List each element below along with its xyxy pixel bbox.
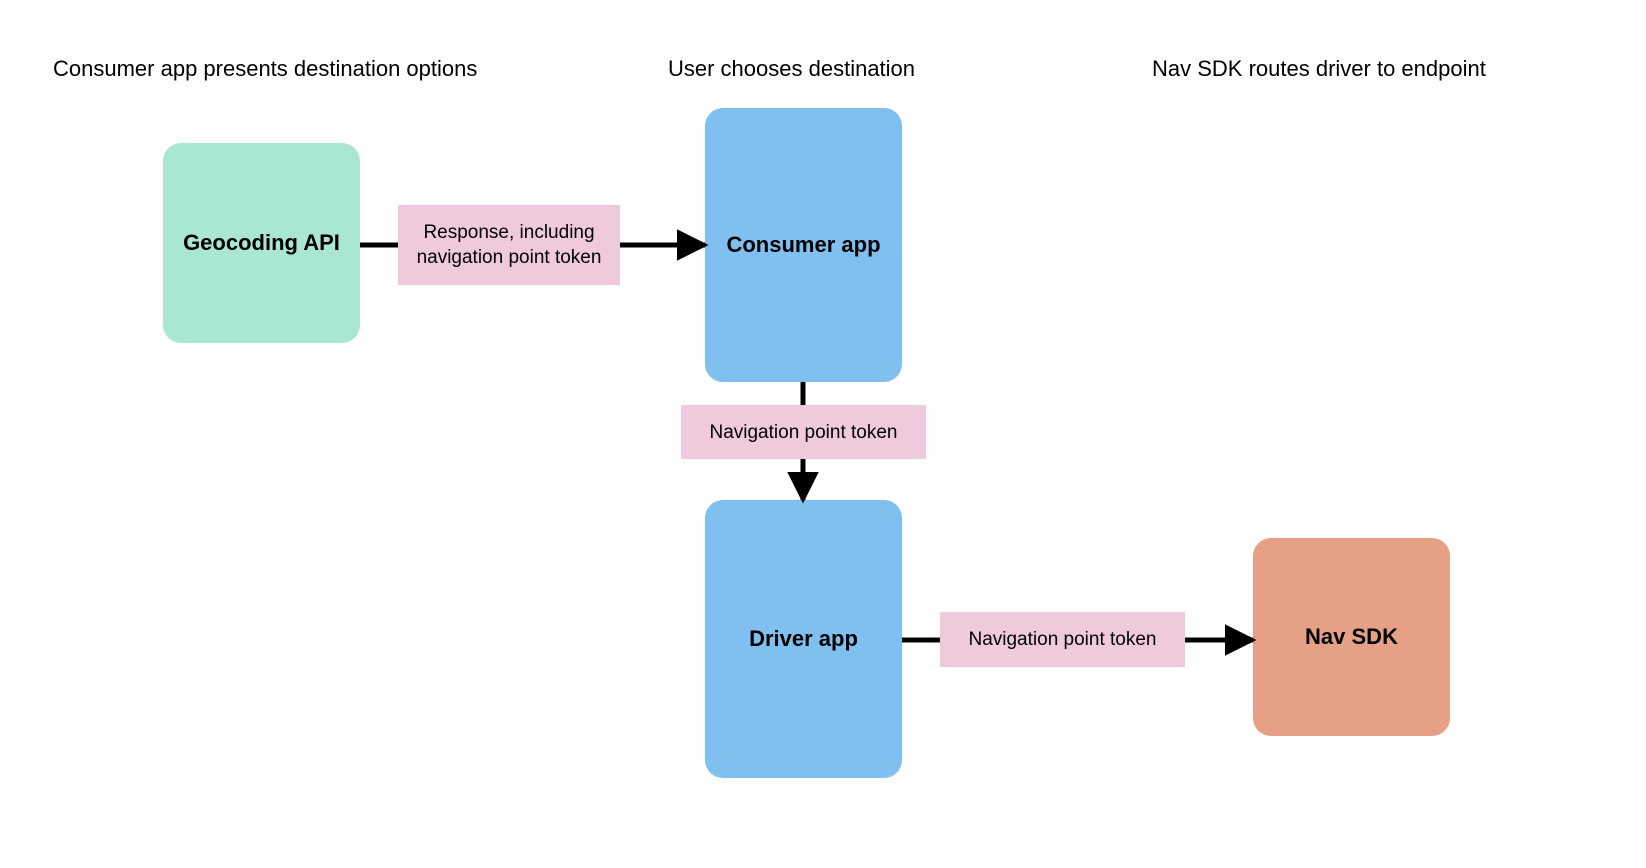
column-header-nav-routes: Nav SDK routes driver to endpoint [1152,56,1486,81]
node-driver-app[interactable]: Driver app [705,500,902,778]
node-nav-sdk[interactable]: Nav SDK [1253,538,1450,736]
column-header-consumer-options: Consumer app presents destination option… [53,56,478,81]
node-consumer-app-label: Consumer app [726,232,881,257]
edge-label-navigation-point-token-text-1: Navigation point token [709,421,898,443]
edge-label-navigation-point-token-text-2: Navigation point token [968,629,1157,650]
node-driver-app-label: Driver app [749,626,858,651]
node-nav-sdk-label: Nav SDK [1305,624,1398,649]
edge-label-navigation-point-token-driver-navsdk: Navigation point token [940,612,1185,667]
column-header-user-chooses: User chooses destination [668,56,916,81]
node-geocoding-api[interactable]: Geocoding API [163,143,360,343]
node-consumer-app[interactable]: Consumer app [705,108,902,382]
edge-label-navigation-point-token-consumer-driver: Navigation point token [681,405,926,459]
edge-label-response-including-navigation-point-token: Response, including navigation point tok… [398,205,620,285]
edge-label-response-text: Response, including navigation point tok… [416,222,602,268]
node-geocoding-api-label: Geocoding API [183,230,340,255]
